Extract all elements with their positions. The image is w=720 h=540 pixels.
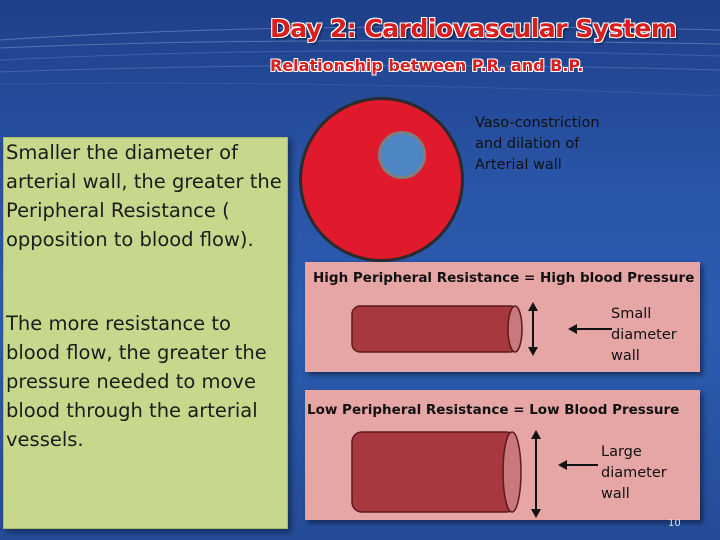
- low-resistance-label: Low Peripheral Resistance = Low Blood Pr…: [307, 402, 680, 418]
- narrow-vessel-body: [351, 305, 519, 353]
- wide-vessel-diagram: [351, 431, 522, 513]
- low-resistance-panel: Low Peripheral Resistance = Low Blood Pr…: [305, 390, 700, 520]
- page-number: 10: [668, 518, 681, 529]
- vaso-constriction-label: Vaso-constriction and dilation of Arteri…: [475, 115, 600, 173]
- explanation-panel: Smaller the diameter of arterial wall, t…: [3, 137, 288, 529]
- narrow-vessel-opening: [507, 305, 523, 353]
- wide-vessel-opening: [502, 431, 522, 513]
- large-diameter-label: Large diameter wall: [601, 444, 667, 502]
- wide-vessel-body: [351, 431, 517, 513]
- artery-cross-section: [299, 97, 464, 262]
- artery-lumen: [378, 131, 426, 179]
- narrow-vessel-diagram: [351, 305, 523, 353]
- slide-title: Day 2: Cardiovascular System: [270, 14, 677, 43]
- small-diameter-label: Small diameter wall: [611, 306, 677, 364]
- large-wall-pointer-arrow-icon: [558, 460, 598, 470]
- slide-subtitle: Relationship between P.R. and B.P.: [270, 56, 584, 75]
- small-diameter-arrow-icon: [528, 302, 538, 356]
- explanation-paragraph-2: The more resistance to blood flow, the g…: [6, 312, 267, 451]
- high-resistance-panel: High Peripheral Resistance = High blood …: [305, 262, 700, 372]
- small-wall-pointer-arrow-icon: [568, 324, 612, 334]
- explanation-paragraph-1: Smaller the diameter of arterial wall, t…: [6, 141, 282, 251]
- high-resistance-label: High Peripheral Resistance = High blood …: [313, 270, 695, 286]
- large-diameter-arrow-icon: [531, 430, 541, 518]
